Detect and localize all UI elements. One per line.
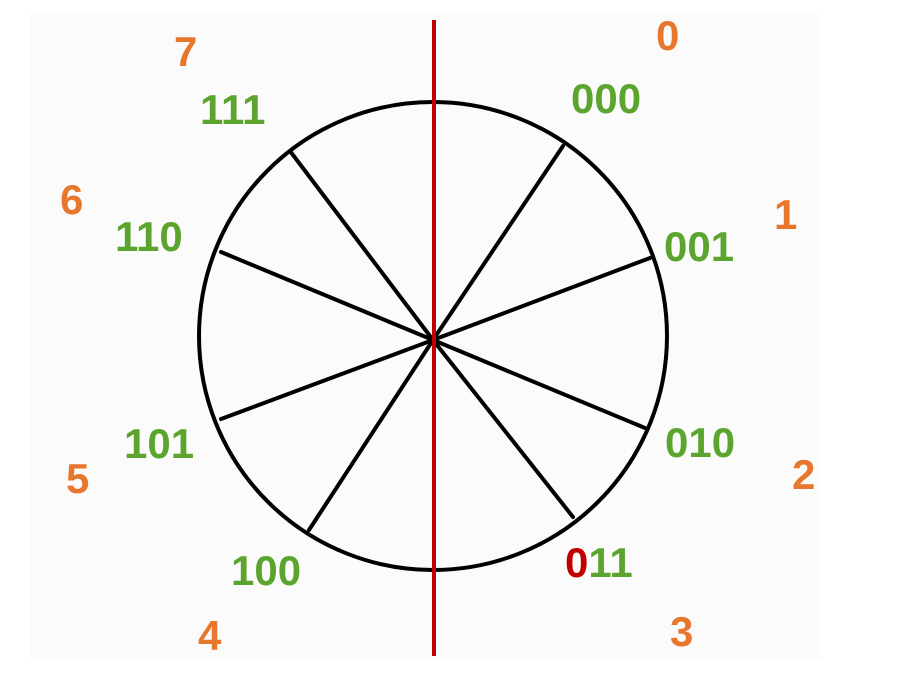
spoke-line <box>288 149 435 342</box>
spoke-line <box>307 338 435 532</box>
code-label-111: 111 <box>200 86 265 133</box>
number-label-2: 2 <box>792 451 815 498</box>
spoke-line <box>431 256 652 342</box>
sector-lines <box>219 144 652 532</box>
spoke-line <box>431 144 565 342</box>
code-label-001: 001 <box>664 223 734 270</box>
code-highlight-digit: 0 <box>565 539 588 586</box>
code-label-010: 010 <box>665 419 735 466</box>
number-label-0: 0 <box>656 12 679 59</box>
code-label-100: 100 <box>231 547 301 594</box>
number-label-4: 4 <box>198 612 222 659</box>
number-label-7: 7 <box>174 28 197 75</box>
code-label-101: 101 <box>124 420 194 467</box>
code-label-011: 011 <box>565 539 633 586</box>
number-label-6: 6 <box>60 176 83 223</box>
number-label-1: 1 <box>774 191 797 238</box>
spoke-line <box>219 338 435 421</box>
spoke-line <box>219 250 435 342</box>
code-label-110: 110 <box>115 213 183 260</box>
code-label-000: 000 <box>571 75 641 122</box>
spoke-line <box>431 338 575 519</box>
spoke-line <box>431 338 647 430</box>
number-label-5: 5 <box>66 455 89 502</box>
number-label-3: 3 <box>670 608 693 655</box>
code-rest-digits: 11 <box>588 539 632 586</box>
